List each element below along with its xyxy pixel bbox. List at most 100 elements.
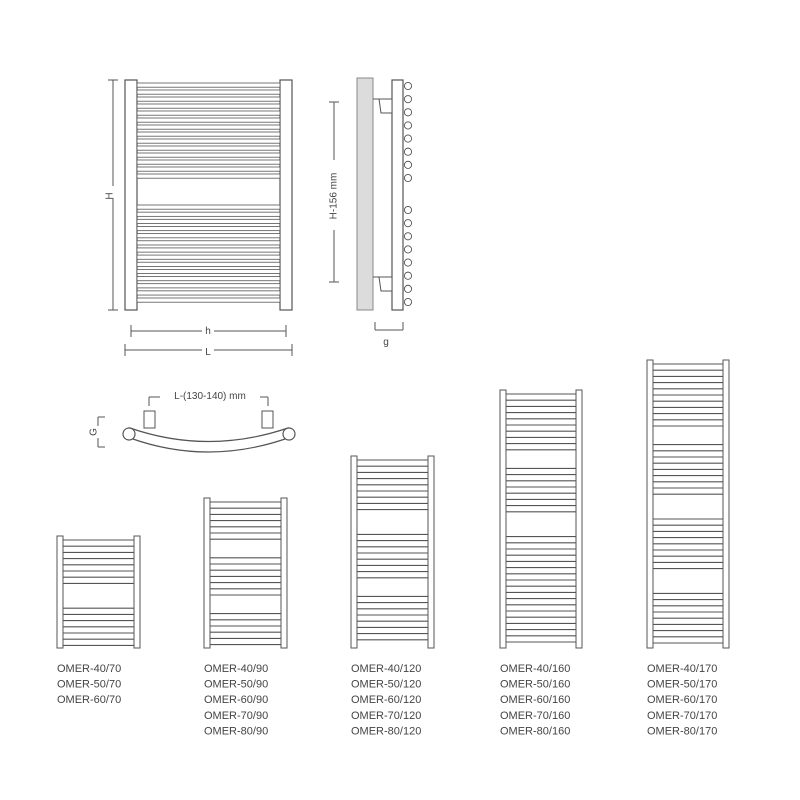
front-bar [136, 82, 281, 88]
model-name: OMER-80/90 [204, 725, 268, 737]
axis-spacing-label: H-156 mm [329, 173, 340, 220]
model-right-rail [280, 497, 288, 649]
model-160: OMER-40/160OMER-50/160OMER-60/160OMER-70… [499, 389, 583, 737]
model-radiators: OMER-40/70OMER-50/70OMER-60/70OMER-40/90… [56, 359, 730, 737]
tube-end [403, 271, 413, 280]
connection-label-bg [160, 390, 260, 402]
model-120: OMER-40/120OMER-50/120OMER-60/120OMER-70… [350, 455, 435, 737]
tube-end [403, 245, 413, 254]
wall-gap-label: G [89, 428, 100, 436]
right-wall-bracket [261, 410, 274, 429]
height-label: H [105, 192, 116, 199]
left-rail-end [122, 427, 136, 441]
front-bar [136, 145, 281, 151]
model-90: OMER-40/90OMER-50/90OMER-60/90OMER-70/90… [203, 497, 288, 737]
model-name: OMER-50/120 [351, 679, 421, 691]
front-bar [136, 276, 281, 282]
model-name: OMER-80/120 [351, 725, 421, 737]
width-label-bg [202, 344, 214, 356]
model-name: OMER-50/170 [647, 679, 717, 691]
front-bar [136, 254, 281, 260]
model-right-rail [722, 359, 730, 649]
front-bar [136, 247, 281, 253]
inner-width-label-bg [202, 324, 214, 334]
right-rail [279, 79, 293, 311]
model-name: OMER-80/170 [647, 725, 717, 737]
model-name: OMER-60/170 [647, 694, 717, 706]
front-bar [136, 117, 281, 123]
left-rail [124, 79, 138, 311]
model-name: OMER-50/70 [57, 679, 121, 691]
model-right-rail [575, 389, 583, 649]
front-bar [136, 233, 281, 239]
front-bar [136, 218, 281, 224]
tube-end [403, 232, 413, 241]
front-bar [136, 226, 281, 232]
front-bar [136, 89, 281, 95]
bottom-bracket [373, 276, 393, 292]
tube-end [403, 258, 413, 267]
tube-end [403, 219, 413, 228]
front-bar [136, 290, 281, 296]
front-bar [136, 297, 281, 303]
front-bars [136, 82, 281, 303]
tube-end [403, 81, 413, 91]
inner-width-label: h [205, 326, 211, 337]
wall [356, 77, 374, 311]
model-right-rail [427, 455, 435, 649]
model-name: OMER-50/160 [500, 679, 570, 691]
front-bar [136, 138, 281, 144]
side-rail [391, 79, 404, 311]
model-name: OMER-40/170 [647, 663, 717, 675]
tube-end [403, 121, 413, 130]
front-bar [136, 131, 281, 137]
model-left-rail [499, 389, 507, 649]
front-bar [136, 211, 281, 217]
model-name: OMER-50/90 [204, 679, 268, 691]
height-label-bg [108, 186, 118, 198]
model-name: OMER-60/90 [204, 694, 268, 706]
front-bar [136, 159, 281, 165]
model-left-rail [56, 535, 64, 649]
tube-end [403, 205, 413, 215]
curved-body [129, 427, 289, 453]
tube-end [403, 173, 413, 183]
front-bar [136, 283, 281, 289]
model-name: OMER-40/160 [500, 663, 570, 675]
front-bar [136, 103, 281, 109]
tube-end [403, 284, 413, 293]
model-170: OMER-40/170OMER-50/170OMER-60/170OMER-70… [646, 359, 730, 737]
model-name: OMER-70/170 [647, 710, 717, 722]
left-wall-bracket [143, 410, 156, 429]
right-rail-end [282, 427, 296, 441]
model-right-rail [133, 535, 141, 649]
front-bar [136, 173, 281, 179]
model-name: OMER-80/160 [500, 725, 570, 737]
model-name: OMER-60/160 [500, 694, 570, 706]
front-bar [136, 96, 281, 102]
front-view: H h L [105, 79, 293, 358]
wall-gap-label-bg [92, 426, 104, 438]
axis-label-bg [328, 160, 340, 230]
front-bar [136, 261, 281, 267]
model-name: OMER-70/160 [500, 710, 570, 722]
model-name: OMER-40/120 [351, 663, 421, 675]
model-name: OMER-70/120 [351, 710, 421, 722]
front-bar [136, 240, 281, 246]
side-tubes [403, 81, 413, 307]
model-name: OMER-60/70 [57, 694, 121, 706]
front-bar [136, 166, 281, 172]
front-bar [136, 268, 281, 274]
front-bar [136, 124, 281, 130]
tube-end [403, 160, 413, 169]
front-bar [136, 152, 281, 158]
model-name: OMER-60/120 [351, 694, 421, 706]
front-bar [136, 204, 281, 210]
tube-end [403, 134, 413, 143]
front-bar [136, 110, 281, 116]
tube-end [403, 297, 413, 307]
width-label: L [205, 347, 211, 358]
model-name: OMER-70/90 [204, 710, 268, 722]
